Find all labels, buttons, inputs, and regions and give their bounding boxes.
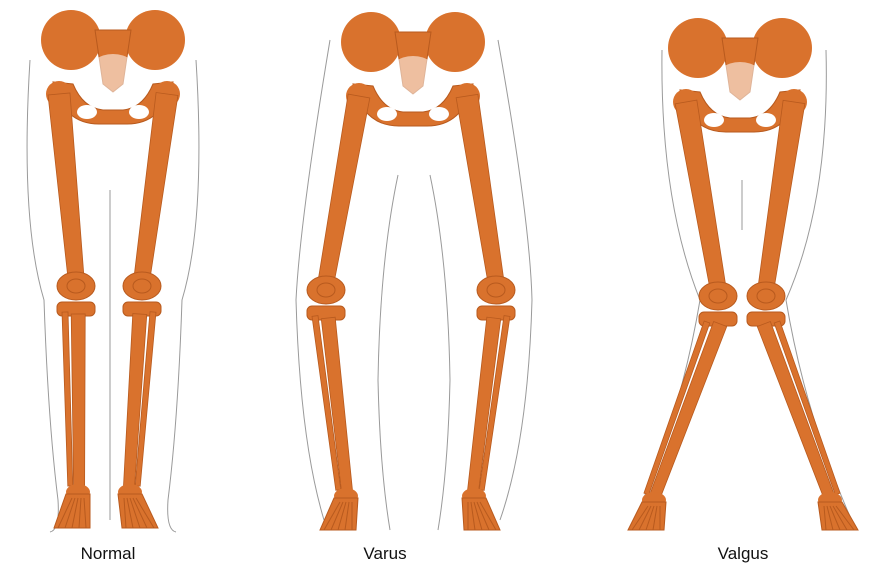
left-iliac-wing bbox=[341, 12, 401, 72]
left-tibia bbox=[71, 314, 85, 488]
left-patella bbox=[317, 283, 335, 297]
right-fibula bbox=[774, 321, 840, 495]
left-femur bbox=[48, 93, 84, 279]
left-tibia bbox=[650, 322, 727, 498]
left-patella bbox=[67, 279, 85, 293]
right-obturator-foramen bbox=[129, 105, 149, 119]
left-patella bbox=[709, 289, 727, 303]
body-outline bbox=[378, 175, 398, 530]
left-obturator-foramen bbox=[77, 105, 97, 119]
right-obturator-foramen bbox=[756, 113, 776, 127]
left-iliac-wing bbox=[668, 18, 728, 78]
varus-legs-figure bbox=[296, 12, 532, 530]
right-patella bbox=[757, 289, 775, 303]
pelvic-inlet bbox=[714, 62, 766, 102]
left-femur bbox=[318, 94, 370, 283]
right-iliac-wing bbox=[125, 10, 185, 70]
right-patella bbox=[133, 279, 151, 293]
pelvic-inlet bbox=[387, 56, 439, 96]
left-iliac-wing bbox=[41, 10, 101, 70]
right-iliac-wing bbox=[425, 12, 485, 72]
right-obturator-foramen bbox=[429, 107, 449, 121]
right-patella bbox=[487, 283, 505, 297]
normal-legs-figure bbox=[27, 10, 199, 532]
body-outline bbox=[430, 175, 450, 530]
left-obturator-foramen bbox=[377, 107, 397, 121]
pelvic-inlet bbox=[87, 54, 139, 94]
left-obturator-foramen bbox=[704, 113, 724, 127]
caption-valgus: Valgus bbox=[663, 544, 823, 564]
right-iliac-wing bbox=[752, 18, 812, 78]
caption-normal: Normal bbox=[28, 544, 188, 564]
valgus-legs-figure bbox=[628, 18, 858, 530]
caption-varus: Varus bbox=[305, 544, 465, 564]
left-fibula bbox=[644, 321, 710, 495]
right-femur bbox=[456, 94, 504, 283]
